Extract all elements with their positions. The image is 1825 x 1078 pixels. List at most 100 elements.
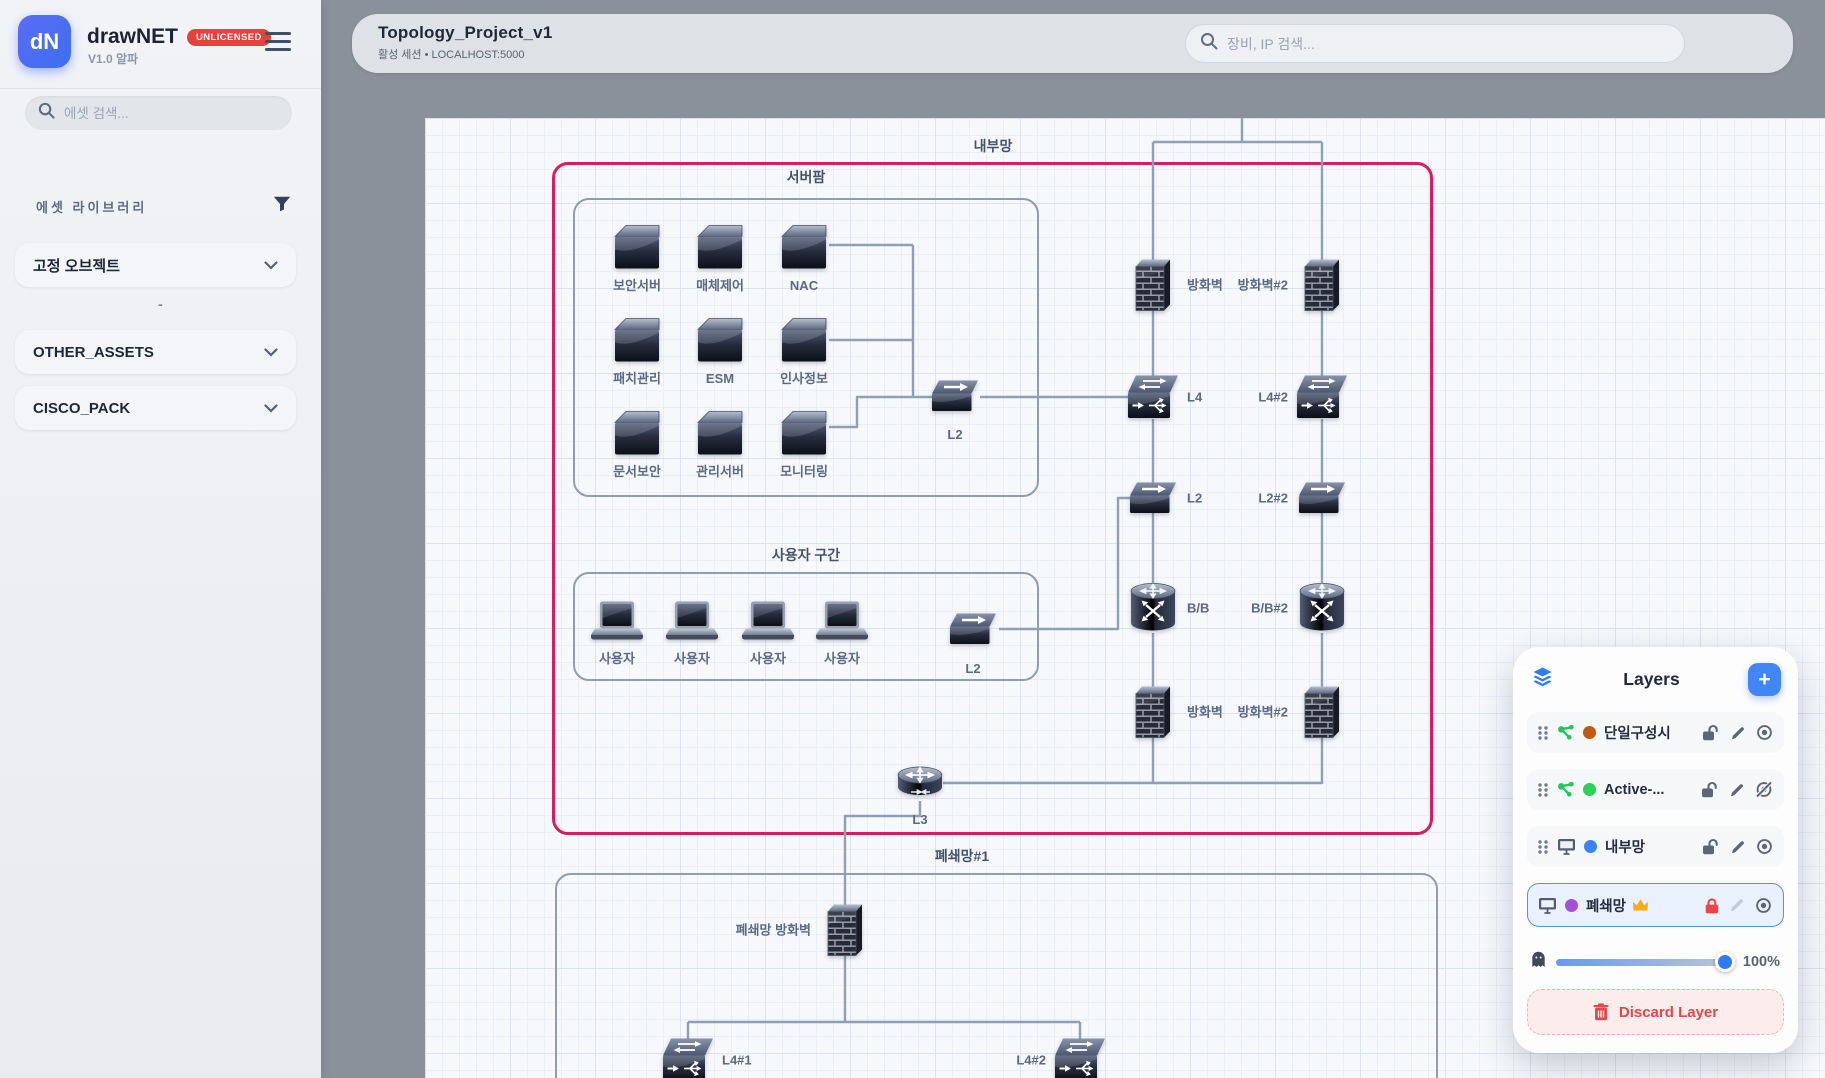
unlock-icon[interactable] — [1700, 781, 1720, 798]
discard-layer-button[interactable]: Discard Layer — [1527, 989, 1784, 1035]
opacity-slider-knob[interactable] — [1714, 952, 1735, 972]
node-label: 모니터링 — [780, 464, 828, 479]
layer-name: 단일구성시 — [1604, 726, 1671, 742]
edit-icon[interactable] — [1729, 782, 1745, 798]
device-search[interactable] — [1185, 24, 1685, 63]
firewall-node[interactable] — [1304, 686, 1340, 739]
asset-search-input[interactable] — [64, 105, 279, 121]
server-node[interactable] — [613, 224, 661, 271]
eye-icon[interactable] — [1755, 724, 1774, 741]
router3-node[interactable] — [897, 764, 943, 802]
asset-search[interactable] — [25, 96, 292, 130]
zone-label: 사용자 구간 — [771, 547, 841, 563]
eye-icon[interactable] — [1755, 838, 1774, 855]
topology-icon — [1557, 724, 1575, 741]
layer-row-1[interactable]: 단일구성시 — [1527, 712, 1784, 753]
app-version: V1.0 알파 — [88, 52, 139, 66]
node-label: L3 — [912, 812, 928, 827]
switch4-node[interactable] — [662, 1038, 714, 1078]
lock-icon[interactable] — [1704, 897, 1720, 914]
laptop-node[interactable] — [742, 601, 794, 641]
eye-off-icon[interactable] — [1754, 781, 1774, 798]
section-divider: - — [158, 296, 163, 312]
drag-handle-icon[interactable] — [1537, 782, 1549, 798]
discard-layer-label: Discard Layer — [1618, 1003, 1719, 1021]
monitor-icon — [1538, 897, 1557, 914]
node-label: L2#2 — [1258, 490, 1288, 506]
server-node[interactable] — [613, 410, 661, 457]
opacity-value: 100% — [1742, 954, 1780, 970]
server-node[interactable] — [613, 317, 661, 364]
server-node[interactable] — [780, 224, 828, 271]
node-label: L4 — [1187, 389, 1203, 405]
firewall-node[interactable] — [1304, 259, 1340, 312]
layer-name: 내부망 — [1605, 840, 1646, 856]
switch2-node[interactable] — [1129, 482, 1177, 515]
node-label: 보안서버 — [613, 278, 661, 293]
topbar: Topology_Project_v1 활성 세션 • LOCALHOST:50… — [321, 0, 1825, 88]
menu-icon[interactable] — [265, 32, 291, 56]
unlock-icon[interactable] — [1701, 724, 1721, 741]
laptop-node[interactable] — [666, 601, 718, 641]
trash-icon — [1593, 1003, 1609, 1021]
firewall-node[interactable] — [1135, 686, 1171, 739]
zone-closednet[interactable] — [555, 873, 1438, 1078]
switch4-node[interactable] — [1296, 375, 1348, 420]
layer-row-2[interactable]: Active-... — [1527, 769, 1784, 810]
node-label: ESM — [705, 371, 735, 386]
edit-icon[interactable] — [1730, 839, 1746, 855]
project-title-bar: Topology_Project_v1 활성 세션 • LOCALHOST:50… — [352, 14, 1793, 73]
firewall-node[interactable] — [1135, 259, 1171, 312]
switch2-node[interactable] — [931, 380, 979, 413]
layer-row-3[interactable]: 내부망 — [1527, 826, 1784, 867]
search-icon — [38, 102, 55, 124]
bb-node[interactable] — [1299, 582, 1345, 634]
server-node[interactable] — [780, 317, 828, 364]
node-label: B/B#2 — [1251, 600, 1288, 616]
node-label: L2 — [1187, 490, 1203, 506]
section-label: 고정 오브젝트 — [33, 257, 120, 275]
switch4-node[interactable] — [1054, 1038, 1106, 1078]
opacity-slider[interactable] — [1556, 952, 1735, 972]
switch2-node[interactable] — [949, 613, 997, 646]
switch2-node[interactable] — [1298, 482, 1346, 515]
zone-label: 내부망 — [973, 138, 1013, 154]
opacity-ghost-icon — [1531, 951, 1546, 973]
sidebar-section-cisco-pack[interactable]: CISCO_PACK — [15, 386, 296, 430]
bb-node[interactable] — [1130, 582, 1176, 634]
chevron-down-icon — [264, 344, 278, 361]
add-layer-button[interactable]: + — [1748, 663, 1781, 696]
search-icon — [1200, 32, 1218, 55]
edit-icon[interactable] — [1730, 725, 1746, 741]
switch4-node[interactable] — [1127, 375, 1179, 420]
topology-icon — [1557, 781, 1575, 798]
node-label: 방화벽 — [1187, 704, 1223, 720]
server-node[interactable] — [696, 317, 744, 364]
device-search-input[interactable] — [1227, 35, 1670, 52]
server-node[interactable] — [696, 410, 744, 457]
server-node[interactable] — [780, 410, 828, 457]
layer-color-dot — [1584, 840, 1597, 853]
zone-label: 폐쇄망#1 — [934, 848, 990, 864]
sidebar-section-fixed-objects[interactable]: 고정 오브젝트 — [15, 243, 296, 287]
section-label: OTHER_ASSETS — [33, 343, 154, 361]
zone-naebumang[interactable] — [552, 162, 1433, 835]
firewall-node[interactable] — [827, 904, 863, 957]
sidebar-section-other-assets[interactable]: OTHER_ASSETS — [15, 330, 296, 374]
laptop-node[interactable] — [816, 601, 868, 641]
laptop-node[interactable] — [591, 601, 643, 641]
license-badge: UNLICENSED — [187, 29, 271, 46]
filter-icon[interactable] — [273, 196, 291, 217]
node-label: 사용자 — [750, 651, 786, 666]
drag-handle-icon[interactable] — [1537, 839, 1549, 855]
edit-icon[interactable] — [1729, 897, 1745, 913]
server-node[interactable] — [696, 224, 744, 271]
drag-handle-icon[interactable] — [1537, 725, 1549, 741]
node-label: 방화벽 — [1187, 277, 1223, 293]
unlock-icon[interactable] — [1701, 838, 1721, 855]
eye-icon[interactable] — [1754, 897, 1773, 914]
layers-title: Layers — [1623, 669, 1680, 689]
layers-icon — [1530, 665, 1555, 694]
layer-row-4[interactable]: 폐쇄망 — [1527, 883, 1784, 927]
zone-serverfarm[interactable] — [573, 198, 1039, 497]
